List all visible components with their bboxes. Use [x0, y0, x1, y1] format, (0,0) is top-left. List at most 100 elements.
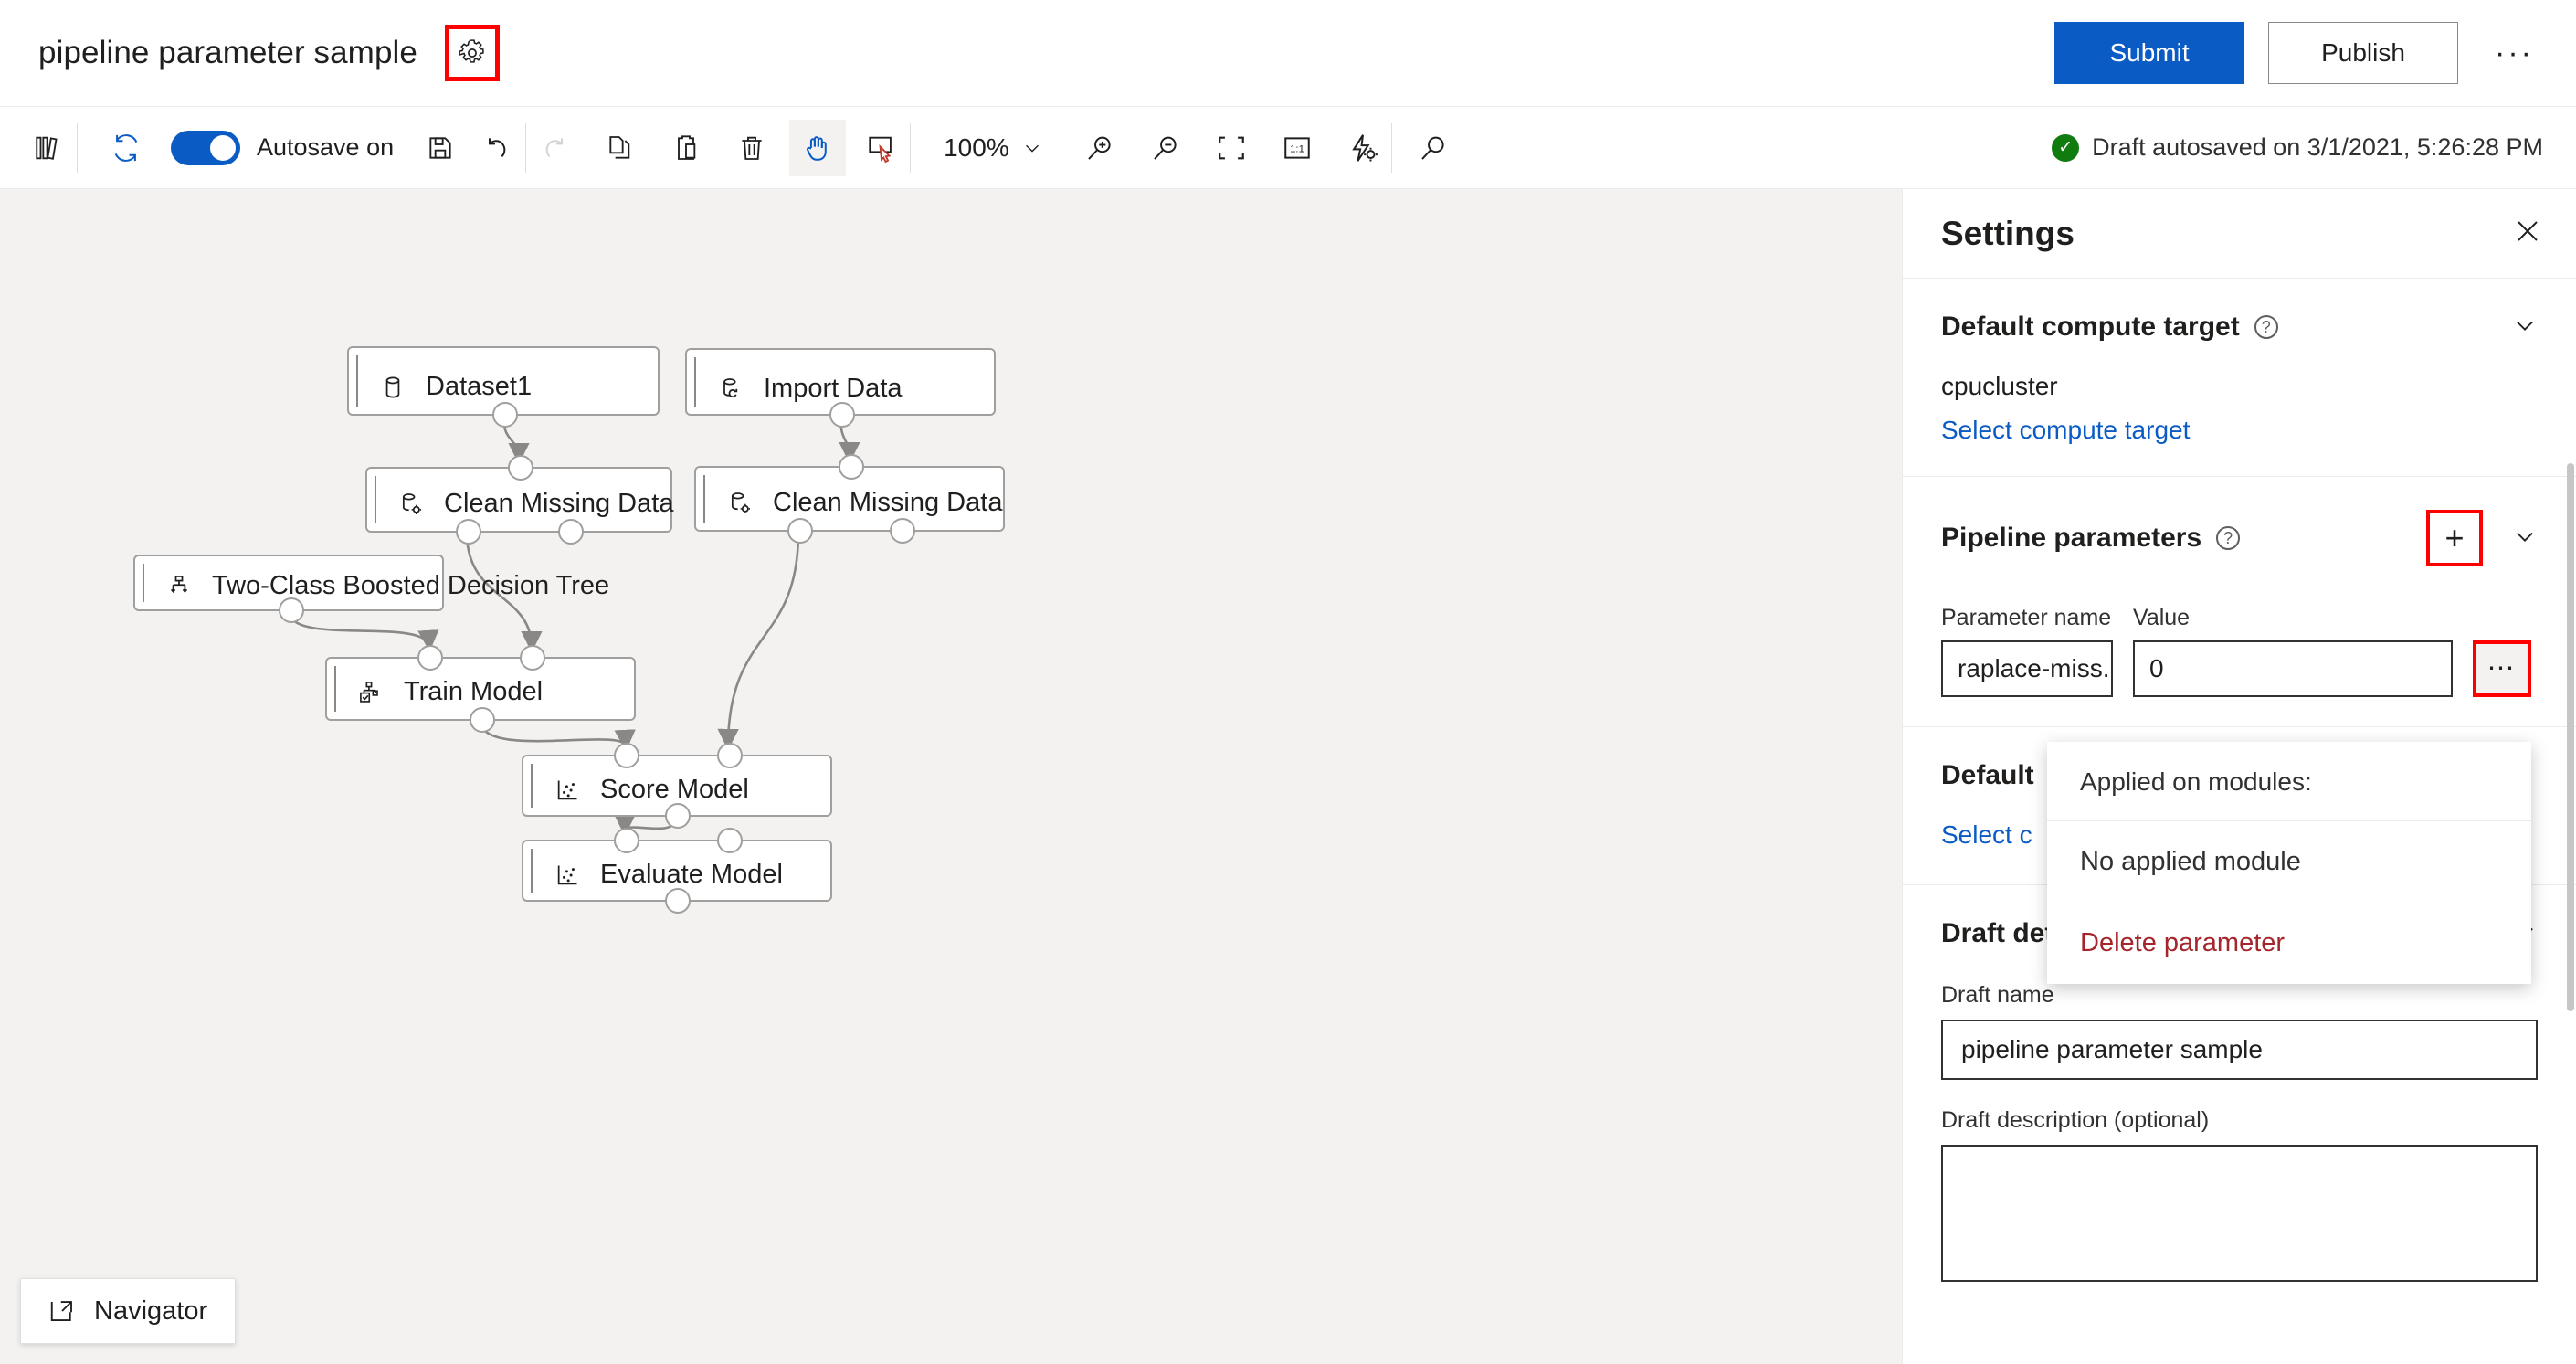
output-port-2[interactable] [890, 518, 915, 544]
output-port[interactable] [279, 597, 304, 623]
section-header: Pipeline parameters ? + [1941, 477, 2538, 572]
node-accent-bar [356, 355, 358, 407]
node-label: Dataset1 [426, 372, 533, 401]
select-compute-target-link-secondary[interactable]: Select c [1941, 820, 2032, 849]
input-port-1[interactable] [614, 828, 639, 853]
output-port[interactable] [665, 888, 691, 914]
close-icon[interactable] [2514, 217, 2541, 250]
pan-hand-icon[interactable] [789, 119, 847, 176]
input-port-1[interactable] [417, 645, 443, 671]
panel-scrollbar[interactable] [2567, 463, 2574, 1011]
context-menu-item-no-applied-module[interactable]: No applied module [2080, 847, 2301, 876]
node-accent-bar [143, 564, 144, 602]
input-port-2[interactable] [717, 828, 743, 853]
fit-to-screen-icon[interactable] [1203, 120, 1260, 176]
context-menu-item-delete-parameter[interactable]: Delete parameter [2080, 928, 2286, 957]
node-label: Score Model [600, 775, 749, 804]
autosave-status: ✓ Draft autosaved on 3/1/2021, 5:26:28 P… [2052, 133, 2543, 162]
undo-icon[interactable] [469, 120, 525, 176]
column-header-name: Parameter name [1941, 605, 2112, 630]
node-accent-bar [531, 849, 533, 893]
delete-icon[interactable] [723, 120, 780, 176]
node-clean-missing-data-2[interactable]: Clean Missing Data [694, 454, 1005, 544]
node-import-data[interactable]: Import Data [685, 348, 996, 428]
parameter-name-input[interactable]: raplace-miss... [1941, 640, 2113, 697]
scatter-plot-icon [557, 780, 577, 799]
copy-icon[interactable] [592, 120, 649, 176]
chevron-down-icon[interactable] [2512, 523, 2538, 554]
auto-layout-icon[interactable] [1335, 120, 1391, 176]
settings-gear-button[interactable] [444, 25, 500, 81]
settings-title: Settings [1941, 214, 2075, 252]
output-port[interactable] [470, 707, 495, 733]
node-accent-bar [531, 764, 533, 808]
toolbar: Autosave on [0, 107, 2576, 189]
select-compute-target-link[interactable]: Select compute target [1941, 416, 2191, 444]
help-icon[interactable]: ? [2216, 526, 2241, 550]
input-port-1[interactable] [614, 743, 639, 768]
output-port-1[interactable] [787, 518, 813, 544]
navigator-button[interactable]: Navigator [20, 1278, 237, 1344]
toolbar-divider [910, 122, 912, 173]
parameter-value-input[interactable]: 0 [2133, 640, 2453, 697]
input-port[interactable] [839, 454, 864, 480]
decision-tree-icon [170, 575, 188, 593]
node-two-class-boosted-decision-tree[interactable]: Two-Class Boosted Decision Tree [133, 555, 609, 623]
refresh-icon[interactable] [98, 120, 154, 176]
node-label: Import Data [764, 374, 903, 403]
paste-icon[interactable] [658, 120, 714, 176]
search-icon[interactable] [1405, 120, 1462, 176]
parameter-column-headers: Parameter name Value [1941, 572, 2538, 631]
toggle-knob [210, 134, 236, 161]
autosave-toggle-group: Autosave on [171, 130, 395, 165]
publish-button[interactable]: Publish [2268, 22, 2459, 84]
node-label: Clean Missing Data [444, 489, 674, 518]
node-score-model[interactable]: Score Model [522, 743, 832, 829]
actual-size-icon[interactable]: 1:1 [1269, 120, 1325, 176]
more-options-button[interactable]: ··· [2495, 36, 2534, 70]
draft-name-label: Draft name [1941, 982, 2054, 1008]
node-clean-missing-data-1[interactable]: Clean Missing Data [365, 455, 674, 545]
navigator-expand-icon [50, 1301, 72, 1321]
output-port[interactable] [665, 803, 691, 829]
chevron-down-icon[interactable] [2512, 312, 2538, 343]
draft-description-input[interactable] [1941, 1145, 2538, 1282]
draft-name-input[interactable] [1941, 1020, 2538, 1080]
node-dataset1[interactable]: Dataset1 [347, 346, 660, 428]
input-port-2[interactable] [520, 645, 545, 671]
output-port[interactable] [492, 402, 518, 428]
pipeline-canvas[interactable]: Dataset1 Import Data [0, 189, 1902, 1364]
database-gear-icon [402, 492, 421, 514]
help-icon[interactable]: ? [2254, 315, 2278, 339]
node-evaluate-model[interactable]: Evaluate Model [522, 828, 832, 914]
zoom-in-icon[interactable] [1072, 120, 1128, 176]
node-accent-bar [375, 476, 376, 523]
default-compute-target-section: Default compute target ? cpucluster Sele… [1903, 279, 2576, 445]
output-port[interactable] [829, 402, 855, 428]
context-menu-header: Applied on modules: [2047, 742, 2531, 821]
chevron-down-icon [1025, 144, 1039, 153]
output-port-1[interactable] [456, 519, 481, 545]
scatter-plot-icon [557, 865, 577, 884]
settings-panel-header: Settings [1903, 189, 2576, 279]
save-icon[interactable] [412, 120, 469, 176]
autosave-label: Autosave on [257, 133, 395, 161]
select-cursor-icon[interactable] [853, 120, 910, 176]
database-gear-icon [731, 492, 750, 513]
zoom-level-selector[interactable]: 100% [931, 133, 1055, 163]
input-port[interactable] [508, 455, 533, 481]
parameter-more-button[interactable]: ⋯ [2473, 640, 2531, 697]
zoom-out-icon[interactable] [1137, 120, 1194, 176]
compute-target-heading: Default compute target [1941, 312, 2240, 342]
output-port-2[interactable] [558, 519, 584, 545]
module-library-icon[interactable] [20, 120, 77, 176]
gear-icon [459, 39, 484, 63]
autosave-toggle[interactable] [171, 130, 240, 165]
submit-button[interactable]: Submit [2054, 22, 2245, 84]
input-port-2[interactable] [717, 743, 743, 768]
parameter-row: raplace-miss... 0 ⋯ [1941, 631, 2538, 697]
add-parameter-button[interactable]: + [2426, 510, 2483, 566]
node-accent-bar [334, 666, 336, 712]
node-train-model[interactable]: Train Model [325, 645, 636, 733]
zoom-level-value: 100% [944, 132, 1009, 162]
